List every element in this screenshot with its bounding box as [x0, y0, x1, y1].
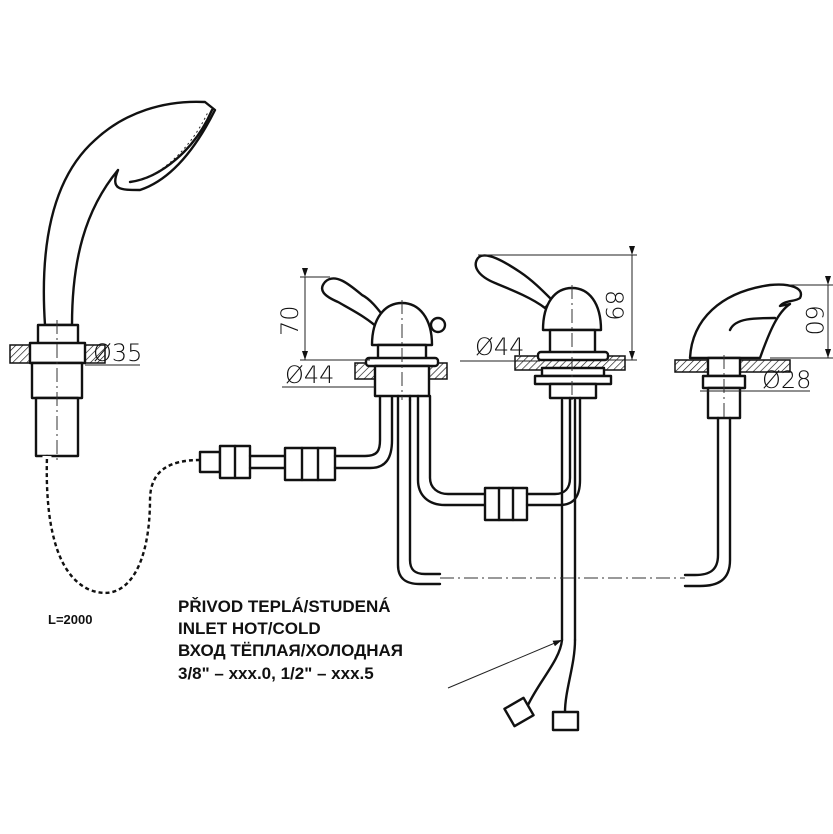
note-line-4: 3/8" – xxx.0, 1/2" – xxx.5: [178, 664, 374, 683]
valve-right-diameter-label: Ø44: [475, 333, 524, 361]
hand-shower: Ø35: [9, 100, 217, 460]
valve-right-height-label: 89: [600, 290, 628, 321]
note-line-2: INLET HOT/COLD: [178, 619, 321, 638]
hose-length-label: L=2000: [48, 612, 92, 627]
valve-left-height-label: 70: [276, 305, 304, 336]
note-line-3: ВХОД ТЁПЛАЯ/ХОЛОДНАЯ: [178, 641, 403, 660]
leader-line: [447, 639, 563, 689]
bath-spout: 60 Ø28: [674, 276, 833, 588]
spout-diameter-label: Ø28: [762, 366, 811, 394]
note-line-1: PŘIVOD TEPLÁ/STUDENÁ: [178, 597, 391, 616]
spout-height-label: 60: [800, 305, 828, 336]
valve-left-diameter-label: Ø44: [285, 361, 334, 389]
shower-hose: L=2000: [42, 393, 394, 627]
hand-shower-diameter-label: Ø35: [93, 339, 142, 367]
valve-left: 70 Ø44: [276, 268, 487, 586]
valve-right: 89 Ø44: [460, 246, 637, 732]
inlet-note: PŘIVOD TEPLÁ/STUDENÁ INLET HOT/COLD ВХОД…: [178, 597, 403, 683]
